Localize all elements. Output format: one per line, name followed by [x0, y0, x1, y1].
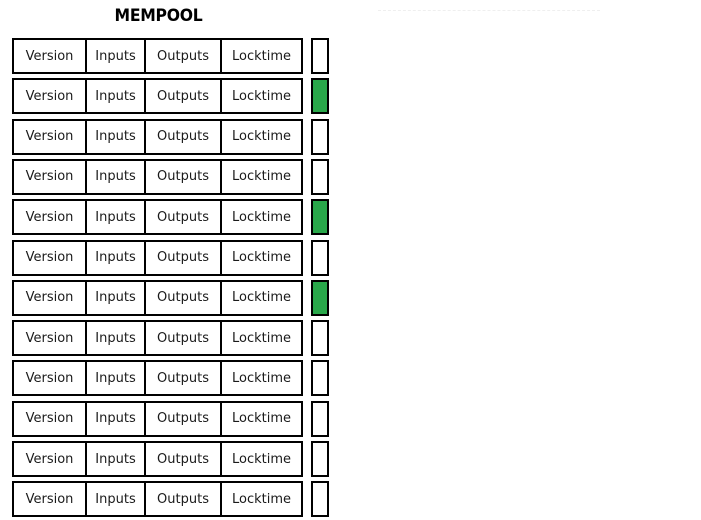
tx-field-outputs: Outputs	[144, 400, 222, 437]
tx-field-locktime: Locktime	[220, 38, 303, 74]
tx-field-inputs: Inputs	[85, 78, 146, 115]
tx-field-locktime: Locktime	[220, 481, 303, 518]
tx-field-outputs: Outputs	[144, 239, 222, 276]
tx-field-version: Version	[12, 481, 87, 518]
tx-field-locktime: Locktime	[220, 118, 303, 155]
tx-field-inputs: Inputs	[85, 38, 146, 74]
tx-field-version: Version	[12, 400, 87, 437]
tx-field-inputs: Inputs	[85, 400, 146, 437]
status-badge[interactable]	[311, 199, 329, 236]
tx-field-outputs: Outputs	[144, 158, 222, 195]
tx-field-inputs: Inputs	[85, 279, 146, 316]
tx-field-version: Version	[12, 360, 87, 397]
tx-field-outputs: Outputs	[144, 78, 222, 115]
tx-field-outputs: Outputs	[144, 38, 222, 74]
page-title: MEMPOOL	[114, 6, 203, 26]
status-badge[interactable]	[311, 320, 329, 357]
tx-field-version: Version	[12, 279, 87, 316]
status-badge[interactable]	[311, 239, 329, 276]
tx-field-outputs: Outputs	[144, 199, 222, 236]
tx-field-outputs: Outputs	[144, 481, 222, 518]
status-badge[interactable]	[311, 279, 329, 316]
tx-field-locktime: Locktime	[220, 239, 303, 276]
tx-field-inputs: Inputs	[85, 441, 146, 477]
tx-field-version: Version	[12, 239, 87, 276]
tx-field-locktime: Locktime	[220, 199, 303, 236]
tx-field-version: Version	[12, 199, 87, 236]
status-badge[interactable]	[311, 481, 329, 518]
tx-field-inputs: Inputs	[85, 239, 146, 276]
tx-field-version: Version	[12, 118, 87, 155]
status-badge[interactable]	[311, 360, 329, 397]
tx-field-version: Version	[12, 320, 87, 357]
faint-divider-rule	[378, 10, 600, 11]
status-badge[interactable]	[311, 38, 329, 74]
tx-field-locktime: Locktime	[220, 441, 303, 477]
tx-field-locktime: Locktime	[220, 320, 303, 357]
tx-field-inputs: Inputs	[85, 199, 146, 236]
tx-field-inputs: Inputs	[85, 158, 146, 195]
tx-field-version: Version	[12, 38, 87, 74]
tx-field-outputs: Outputs	[144, 118, 222, 155]
tx-field-locktime: Locktime	[220, 279, 303, 316]
status-badge[interactable]	[311, 441, 329, 477]
tx-field-locktime: Locktime	[220, 78, 303, 115]
tx-field-outputs: Outputs	[144, 279, 222, 316]
tx-field-version: Version	[12, 158, 87, 195]
tx-field-locktime: Locktime	[220, 158, 303, 195]
status-badge[interactable]	[311, 158, 329, 195]
tx-field-inputs: Inputs	[85, 360, 146, 397]
status-badge[interactable]	[311, 78, 329, 115]
tx-field-inputs: Inputs	[85, 481, 146, 518]
status-badge[interactable]	[311, 118, 329, 155]
tx-field-version: Version	[12, 441, 87, 477]
tx-field-inputs: Inputs	[85, 118, 146, 155]
tx-field-outputs: Outputs	[144, 441, 222, 477]
tx-field-version: Version	[12, 78, 87, 115]
status-badge[interactable]	[311, 400, 329, 437]
tx-field-inputs: Inputs	[85, 320, 146, 357]
tx-field-outputs: Outputs	[144, 320, 222, 357]
tx-field-outputs: Outputs	[144, 360, 222, 397]
tx-field-locktime: Locktime	[220, 400, 303, 437]
tx-field-locktime: Locktime	[220, 360, 303, 397]
